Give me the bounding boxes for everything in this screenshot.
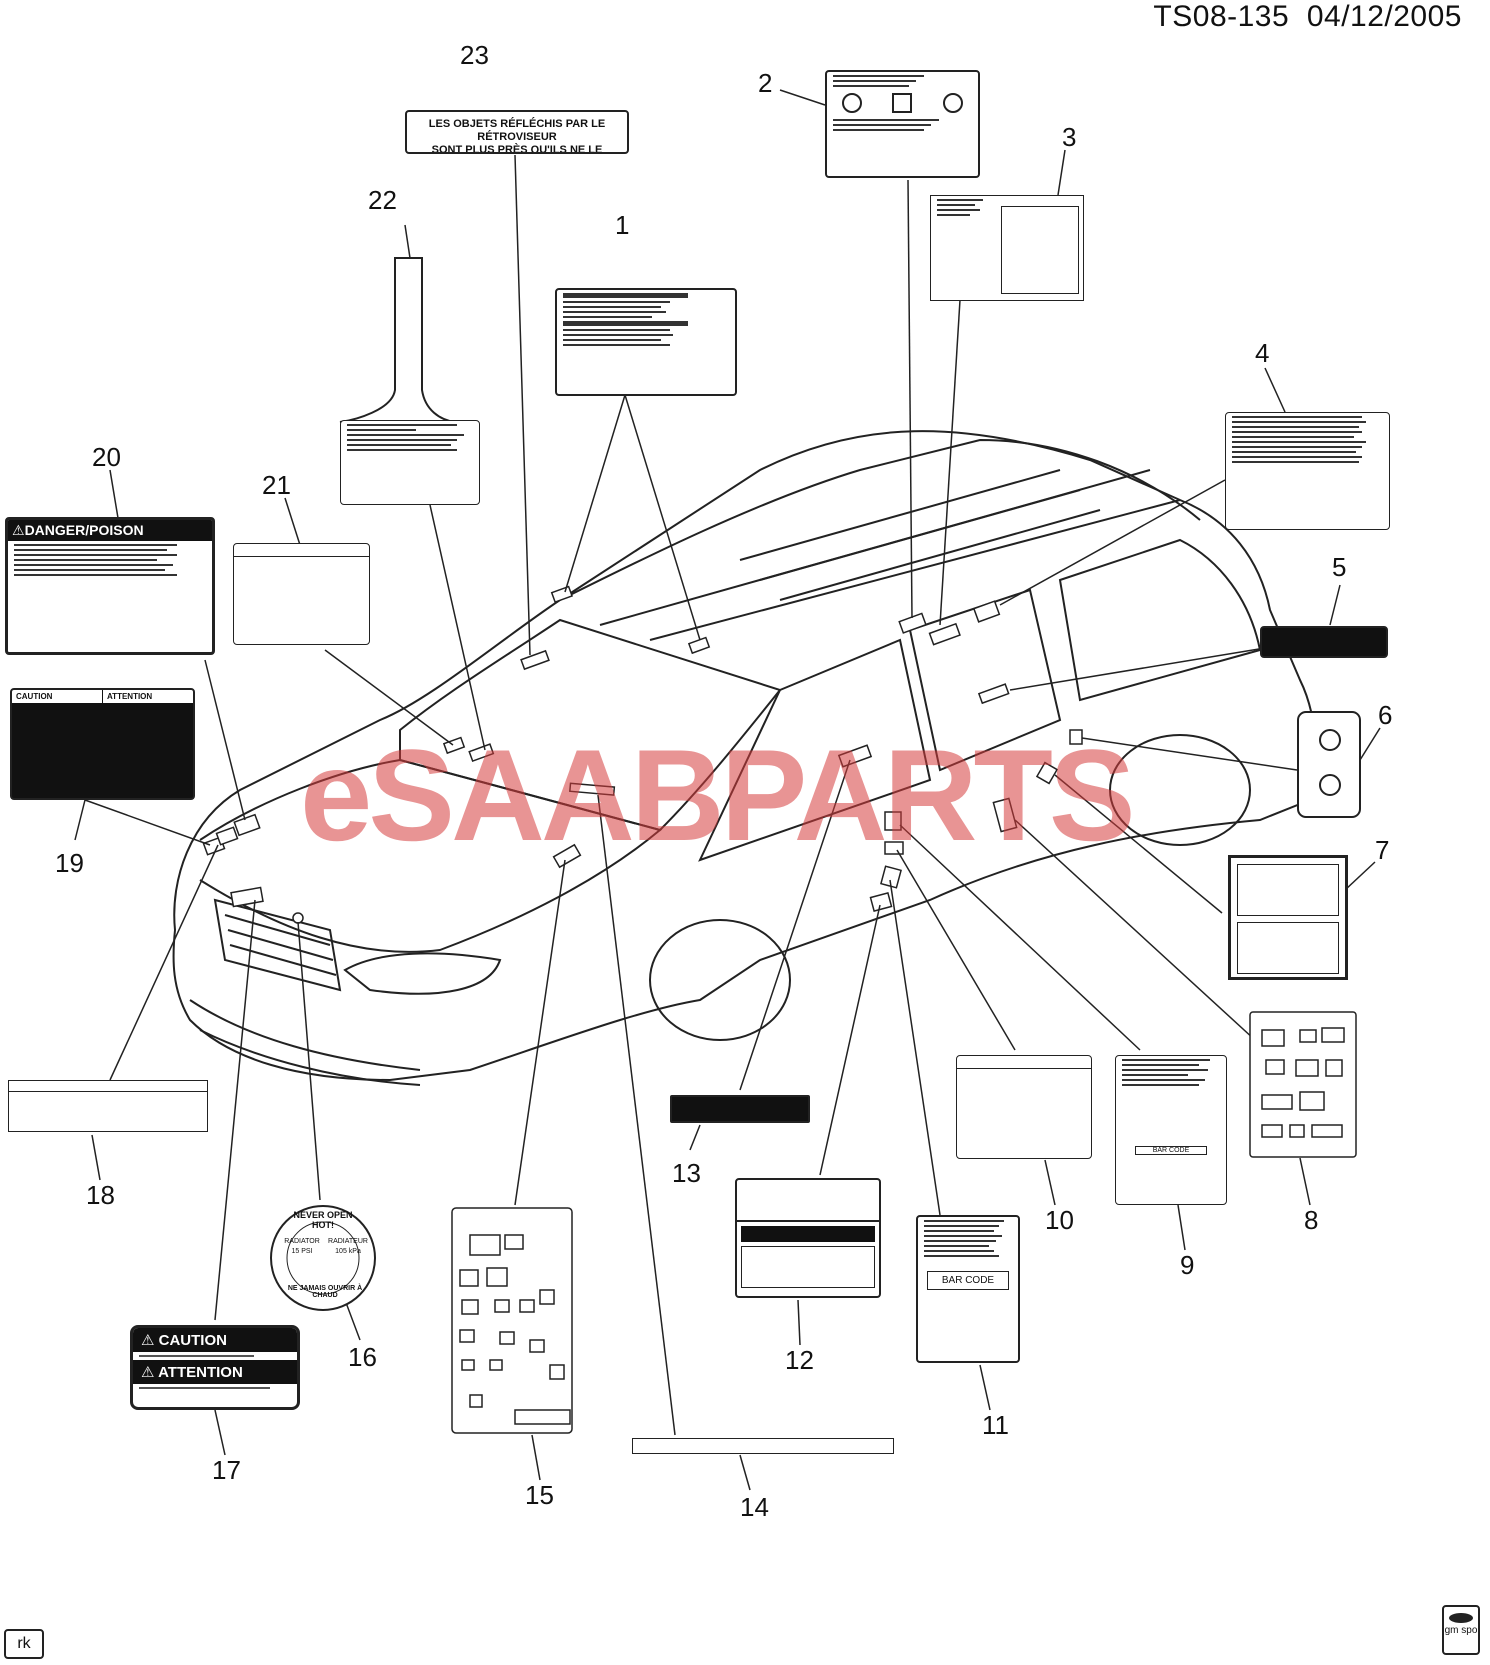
callout-18: 18 [86, 1180, 115, 1210]
callout-19: 19 [55, 848, 84, 878]
label-22-airbag-tag [340, 420, 480, 505]
label-16-left: RADIATOR [284, 1238, 320, 1245]
label-17-caution-text: CAUTION [158, 1332, 227, 1349]
vehicle-hood [199, 758, 663, 953]
callout-6: 6 [1378, 700, 1393, 730]
label-5-child-lock [1260, 626, 1388, 658]
label-22-stem [339, 257, 456, 423]
label-16-right: RADIATEUR [328, 1238, 368, 1245]
label-9-barcode: BAR CODE [1135, 1146, 1207, 1155]
callout-13: 13 [672, 1158, 701, 1188]
callout-22: 22 [368, 185, 397, 215]
label-17-caution-heading: ⚠ CAUTION [133, 1328, 297, 1352]
callout-3: 3 [1062, 122, 1077, 152]
document-header: TS08-135 04/12/2005 [1153, 0, 1462, 34]
leader-lines [74, 89, 1381, 1491]
vehicle-grille [213, 898, 342, 992]
label-16-disc [270, 1205, 376, 1311]
label-11-barcode: BAR CODE [927, 1271, 1009, 1290]
callout-2: 2 [758, 68, 773, 98]
watermark-parts: PARTS [720, 722, 1136, 868]
gm-spo-logo-text: gm spo [1444, 1625, 1478, 1636]
label-21-blank [233, 543, 370, 645]
label-9-emission: BAR CODE [1115, 1055, 1227, 1205]
label-20-danger-poison: ⚠DANGER/POISON [5, 517, 215, 655]
label-1-airbag [555, 288, 737, 396]
label-19-attention: ATTENTION [102, 690, 193, 703]
label-4-led-info [1225, 412, 1390, 530]
label-17-caution: ⚠ CAUTION ⚠ ATTENTION [130, 1325, 300, 1410]
label-14-strip [632, 1438, 894, 1454]
callout-23: 23 [460, 40, 489, 70]
label-19-caution-attention: CAUTION ATTENTION [10, 688, 195, 800]
callout-5: 5 [1332, 552, 1347, 582]
label-7-certification [1228, 855, 1348, 980]
footer-initials: rk [4, 1629, 44, 1659]
label-16-bottom: NE JAMAIS OUVRIR À CHAUD [287, 1285, 363, 1299]
label-12-tire-info [735, 1178, 881, 1298]
doc-date: 04/12/2005 [1306, 0, 1462, 33]
label-17-attention-text: ATTENTION [158, 1364, 243, 1381]
label-15-fusebox [451, 1207, 573, 1434]
label-19-caution: CAUTION [12, 690, 102, 703]
gm-spo-logo: gm spo [1442, 1605, 1480, 1655]
watermark: eSAABPARTS [300, 720, 1136, 870]
label-23-line2: SONT PLUS PRÈS QU'ILS NE LE PARAISSENT [431, 144, 603, 154]
callout-10: 10 [1045, 1205, 1074, 1235]
label-16-left-val: 15 PSI [291, 1248, 313, 1255]
label-20-title: ⚠DANGER/POISON [8, 520, 212, 541]
label-11-devices: BAR CODE [916, 1215, 1020, 1363]
label-20-title-text: DANGER/POISON [24, 522, 144, 538]
callout-15: 15 [525, 1480, 554, 1510]
label-16-right-val: 105 kPa [335, 1248, 361, 1255]
callout-1: 1 [615, 210, 630, 240]
label-10-blank [956, 1055, 1092, 1159]
callout-17: 17 [212, 1455, 241, 1485]
watermark-esaab: eSAAB [300, 722, 725, 868]
callout-16: 16 [348, 1342, 377, 1372]
callout-9: 9 [1180, 1250, 1195, 1280]
label-18-vin-strip [8, 1080, 208, 1132]
label-3-jack-location [930, 195, 1084, 301]
label-23-line1: LES OBJETS RÉFLÉCHIS PAR LE RÉTROVISEUR [428, 118, 606, 143]
callout-12: 12 [785, 1345, 814, 1375]
callout-11: 11 [982, 1410, 1009, 1440]
label-17-attention-heading: ⚠ ATTENTION [133, 1360, 297, 1384]
doc-id: TS08-135 [1153, 0, 1290, 33]
label-8-fusepanel [1249, 1011, 1357, 1158]
label-2-jack-instructions [825, 70, 980, 178]
callout-14: 14 [740, 1492, 769, 1522]
callout-8: 8 [1304, 1205, 1319, 1235]
label-6-box [1297, 711, 1361, 818]
label-23-mirror-warning: LES OBJETS RÉFLÉCHIS PAR LE RÉTROVISEUR … [405, 110, 629, 154]
callout-4: 4 [1255, 338, 1270, 368]
callout-20: 20 [92, 442, 121, 472]
callout-21: 21 [262, 470, 291, 500]
label-13-airbag-warning [670, 1095, 810, 1123]
label-16-top: NEVER OPEN HOT! [293, 1210, 353, 1230]
callout-7: 7 [1375, 835, 1390, 865]
